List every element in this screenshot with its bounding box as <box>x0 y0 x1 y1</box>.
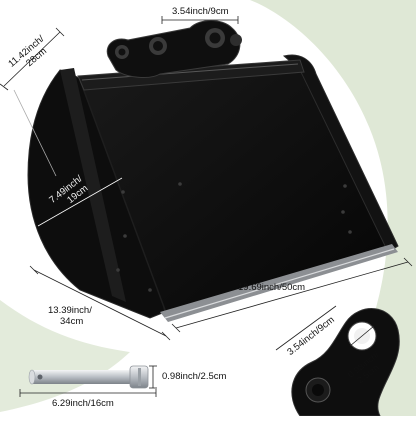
dim-side-length-cm: 34cm <box>60 315 84 327</box>
dimension-lines <box>0 16 413 397</box>
bolt-icon <box>178 182 182 186</box>
bucket-side-rim <box>60 68 126 302</box>
link-hole-dimension <box>349 325 375 347</box>
dim-side-length-inch: 13.39inch/ <box>48 305 92 316</box>
dim-bucket-width: 19.69inch/50cm <box>238 282 306 293</box>
green-backdrop <box>250 0 416 416</box>
bolt-icon <box>341 210 345 214</box>
dim-side-length: 13.39inch/ 34cm <box>48 305 92 328</box>
bucket-cutting-edge <box>160 244 398 322</box>
cutting-edge-shine <box>164 248 395 319</box>
bracket-hole-icon <box>230 34 242 46</box>
bolt-icon <box>148 288 152 292</box>
bolt-icon <box>343 184 347 188</box>
pin-dimension-lines <box>149 365 157 389</box>
dim-pin-length: 6.29inch/16cm <box>52 398 114 409</box>
bolt-icon <box>121 190 125 194</box>
bucket-top-edge-highlight <box>81 63 299 81</box>
dim-pin-diameter: 0.98inch/2.5cm <box>162 371 227 382</box>
dim-top-width: 3.54inch/9cm <box>172 6 229 17</box>
bolt-icon <box>116 268 120 272</box>
bucket-pin <box>28 365 149 389</box>
bolt-icon <box>348 230 352 234</box>
bolt-icon <box>123 234 127 238</box>
bucket-bolts <box>116 182 352 292</box>
